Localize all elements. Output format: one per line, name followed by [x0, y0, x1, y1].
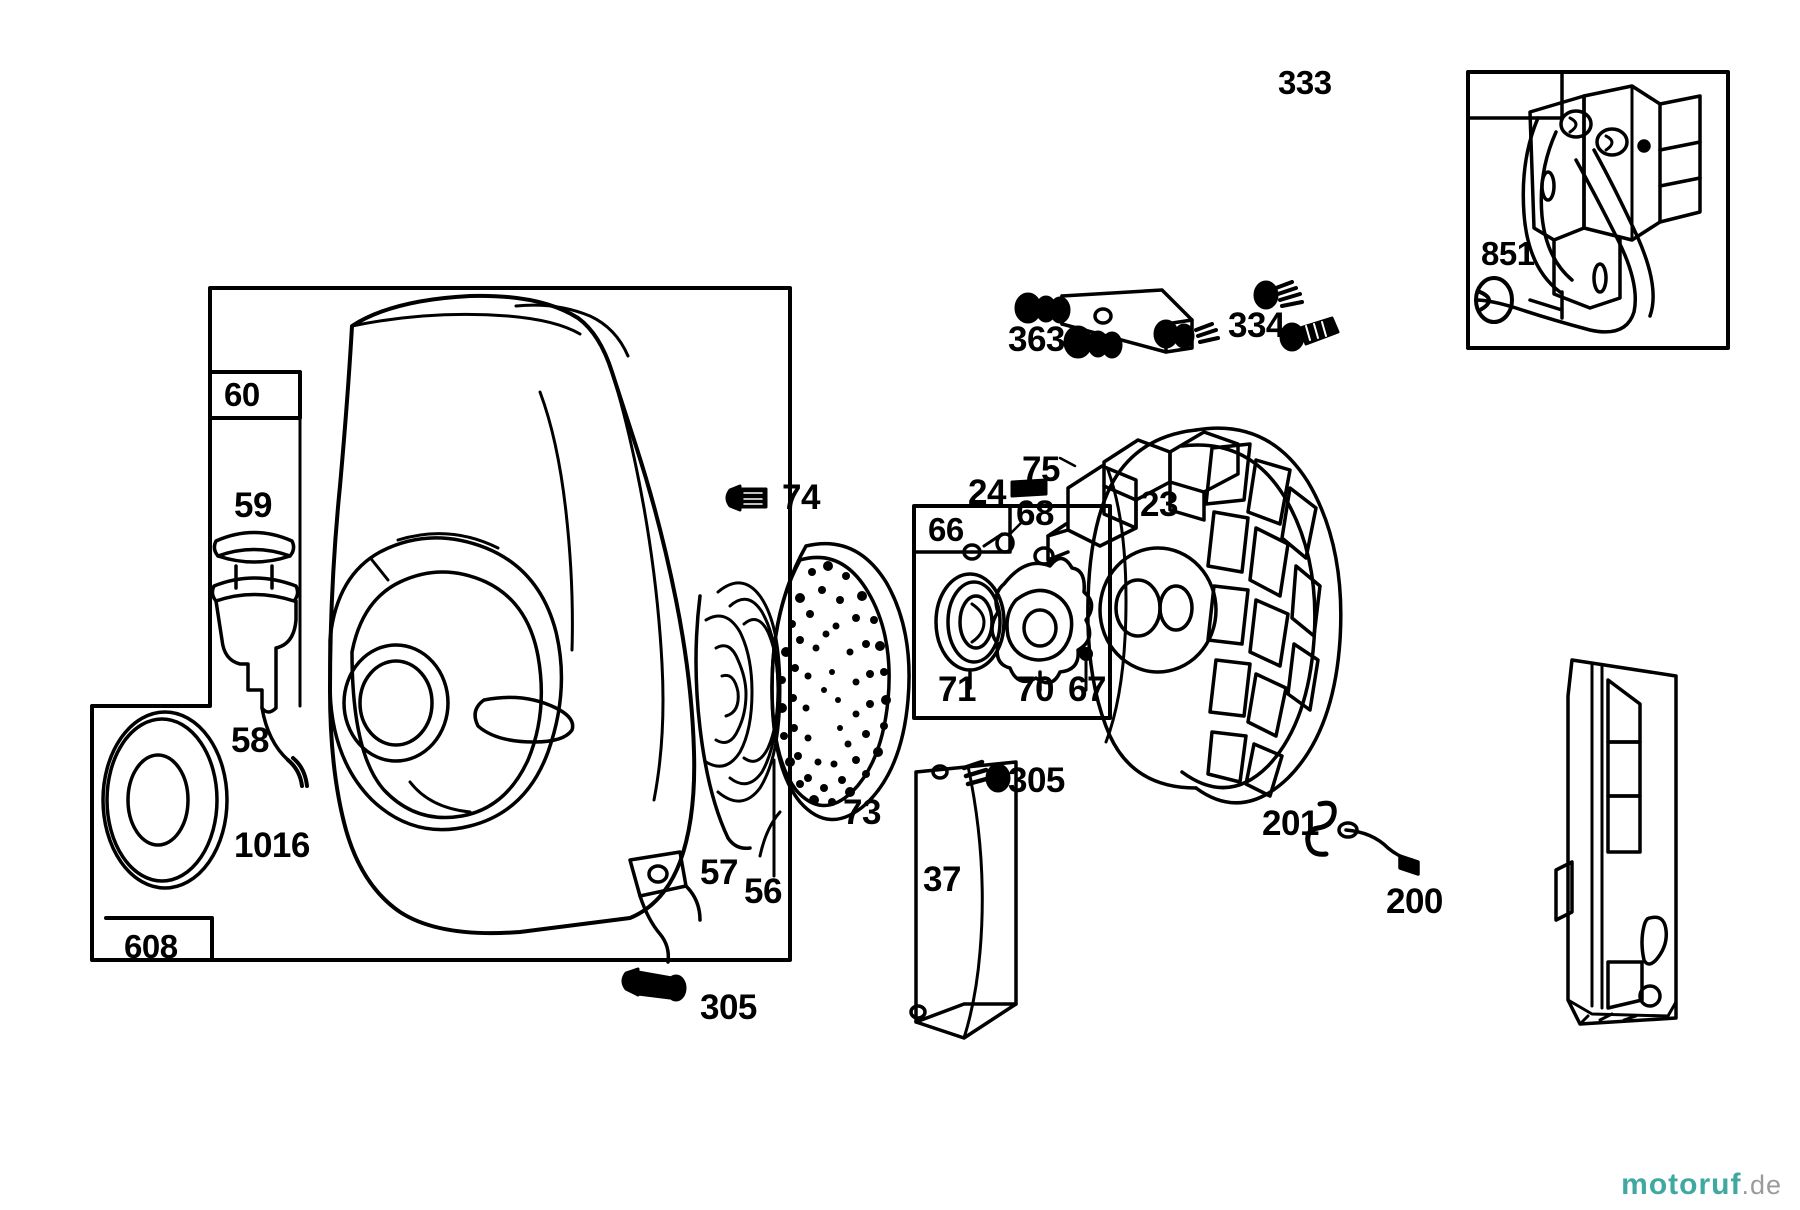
- part-56-pulley-stack: [704, 581, 782, 803]
- callout-23: 23: [1140, 485, 1178, 524]
- callout-334: 334: [1228, 306, 1285, 345]
- part-23-flywheel: [1086, 426, 1343, 805]
- box-608-frame: [104, 916, 214, 962]
- part-70-starter-clutch: [962, 532, 1094, 692]
- callout-75: 75: [1022, 450, 1060, 489]
- callout-73: 73: [843, 793, 881, 832]
- box-60-frame: [208, 370, 302, 708]
- part-305-screw-bottom: [621, 967, 687, 1002]
- part-75-starter-pawl: [1046, 430, 1240, 562]
- callout-57: 57: [700, 853, 738, 892]
- callout-851: 851: [1481, 235, 1535, 272]
- site-watermark: motoruf.de: [1621, 1168, 1782, 1202]
- part-73-friction-texture: [777, 561, 891, 806]
- part-74-screw: [725, 484, 768, 512]
- watermark-tld: .de: [1741, 1170, 1782, 1200]
- part-305-screw-right: [961, 759, 1011, 793]
- callout-1016: 1016: [234, 826, 310, 865]
- callout-70: 70: [1016, 670, 1054, 709]
- callout-37: 37: [923, 860, 961, 899]
- part-71-bearing: [934, 572, 1006, 690]
- callout-58: 58: [231, 721, 269, 760]
- callout-201: 201: [1262, 804, 1319, 843]
- watermark-brand: motoruf: [1621, 1168, 1742, 1201]
- part-363-screws: [1014, 280, 1304, 359]
- part-201-spring-clip: [1305, 800, 1337, 857]
- callout-200: 200: [1386, 882, 1443, 921]
- part-334-screw: [1279, 316, 1340, 352]
- starter-rope: [694, 594, 752, 851]
- main-group-frame: [90, 286, 792, 962]
- callout-68: 68: [1016, 494, 1054, 533]
- part-200-bracket: [1554, 658, 1678, 1026]
- callout-71: 71: [938, 670, 976, 709]
- callout-67: 67: [1068, 670, 1106, 709]
- callout-24: 24: [968, 473, 1006, 512]
- callout-305-right: 305: [1008, 761, 1065, 800]
- part-1016-seal: [101, 710, 229, 890]
- callout-333: 333: [1278, 64, 1332, 101]
- part-24-flywheel-key: [1010, 478, 1048, 498]
- callout-608: 608: [124, 928, 178, 965]
- rewind-starter-assembly: [328, 532, 575, 832]
- part-333-armature: [1474, 84, 1702, 334]
- part-58-dipstick-tube: [286, 756, 309, 788]
- callout-363: 363: [1008, 320, 1065, 359]
- part-68-retainer-ring: [995, 532, 1015, 554]
- callout-66: 66: [928, 511, 964, 548]
- callout-305-bottom: 305: [700, 988, 757, 1027]
- callout-59: 59: [234, 486, 272, 525]
- callout-74: 74: [782, 478, 820, 517]
- part-59-fuel-cap: [210, 530, 300, 762]
- callout-56: 56: [744, 872, 782, 911]
- part-57-mount-tab: [628, 850, 702, 964]
- part-56-leader: [758, 758, 782, 878]
- callout-60: 60: [224, 376, 260, 413]
- part-201-link: [1337, 821, 1420, 876]
